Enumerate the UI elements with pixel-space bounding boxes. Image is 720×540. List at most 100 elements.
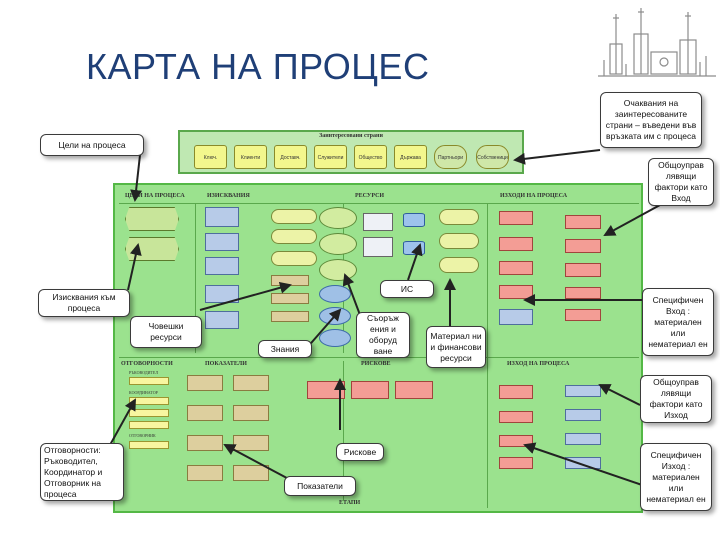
output-factor-box	[565, 287, 601, 299]
stakeholder-box: Служители	[314, 145, 347, 169]
knowledge-box	[271, 311, 309, 322]
callout-knowledge: Знания	[258, 340, 312, 358]
process-output-heading: ИЗХОД НА ПРОЦЕСА	[507, 361, 570, 367]
output-box	[499, 285, 533, 299]
callout-responsibilities: Отговорности: Ръководител, Координатор и…	[40, 443, 124, 501]
facility-ellipse	[319, 329, 351, 347]
callout-process-goals: Цели на процеса	[40, 134, 144, 156]
callout-specific-output: Специфичен Изход : материален или немате…	[640, 443, 712, 511]
output-box	[499, 237, 533, 251]
risk-box	[395, 381, 433, 399]
output-factor-box	[565, 263, 601, 277]
steps-heading: ЕТАПИ	[339, 500, 361, 506]
role-owner: ОТГОВОРНИК	[129, 433, 156, 438]
output-factor-box	[565, 215, 601, 229]
callout-material-financial: Материал ни и финансови ресурси	[426, 326, 486, 368]
risks-heading: РИСКОВЕ	[361, 361, 391, 367]
facility-ellipse	[319, 207, 357, 229]
callout-indicators: Показатели	[284, 476, 356, 496]
information-system-box	[363, 237, 393, 257]
role-box	[129, 421, 169, 429]
process-output-box	[499, 435, 533, 447]
role-box	[129, 441, 169, 449]
output-box	[499, 261, 533, 275]
callout-human-resources: Човешки ресурси	[130, 316, 202, 348]
material-resource-pill	[439, 233, 479, 249]
goal-box	[125, 207, 179, 231]
stakeholder-box: Общество	[354, 145, 387, 169]
section-divider	[487, 203, 488, 508]
process-output-factor-box	[565, 433, 601, 445]
indicator-box	[187, 435, 223, 451]
role-box	[129, 377, 169, 385]
human-resource-pill	[271, 251, 317, 266]
process-output-factor-box	[565, 457, 601, 469]
section-divider	[195, 203, 196, 353]
process-output-box	[499, 457, 533, 469]
goal-box	[125, 237, 179, 261]
callout-specific-input: Специфичен Вход : материален или нематер…	[642, 288, 714, 356]
facility-ellipse	[319, 233, 357, 255]
output-box	[499, 211, 533, 225]
callout-general-output-factors: Общоуправ лявящи фактори като Изход	[640, 375, 712, 423]
output-factor-box	[565, 239, 601, 253]
database-cylinder	[403, 213, 425, 227]
callout-process-requirements: Изисквания към процеса	[38, 289, 130, 317]
stakeholders-title: Заинтересовани страни	[319, 133, 383, 139]
requirement-box	[205, 257, 239, 275]
callout-general-input-factors: Общоуправ лявящи фактори като Вход	[648, 158, 714, 206]
indicators-heading: ПОКАЗАТЕЛИ	[205, 361, 247, 367]
stakeholder-box: Партньори	[434, 145, 467, 169]
section-divider	[343, 361, 344, 501]
knowledge-box	[271, 293, 309, 304]
role-box	[129, 397, 169, 405]
process-output-factor-box	[565, 385, 601, 397]
stakeholder-box: Ключ.	[194, 145, 227, 169]
requirements-heading: ИЗИСКВАНИЯ	[207, 193, 250, 199]
responsibilities-heading: ОТГОВОРНОСТИ	[121, 361, 173, 367]
page-title: КАРТА НА ПРОЦЕС	[86, 46, 430, 87]
requirement-box	[205, 207, 239, 227]
process-output-box	[499, 411, 533, 423]
callout-is: ИС	[380, 280, 434, 298]
process-output-factor-box	[565, 409, 601, 421]
knowledge-box	[271, 275, 309, 286]
indicator-box	[233, 465, 269, 481]
requirement-box	[205, 285, 239, 303]
goals-heading: ЦЕЛИ НА ПРОЦЕСА	[125, 193, 185, 199]
facility-ellipse	[319, 259, 357, 281]
material-resource-pill	[439, 257, 479, 273]
process-output-box	[499, 385, 533, 399]
human-resource-pill	[271, 229, 317, 244]
role-leader: РЪКОВОДИТЕЛ	[129, 370, 159, 375]
indicator-box	[187, 405, 223, 421]
callout-stakeholder-expectations: Очаквания на заинтересованите страни – в…	[600, 92, 702, 148]
database-cylinder	[403, 241, 425, 255]
stakeholder-box: Доставч.	[274, 145, 307, 169]
role-coordinator: КООРДИНАТОР	[129, 390, 158, 395]
output-box	[499, 309, 533, 325]
resources-heading: РЕСУРСИ	[355, 193, 385, 199]
material-resource-pill	[439, 209, 479, 225]
risk-box	[307, 381, 345, 399]
stakeholder-box: Собственици	[476, 145, 509, 169]
section-divider	[119, 203, 639, 204]
callout-facilities: Съоръж ения и оборуд ване	[356, 312, 410, 358]
stakeholder-box: Клиенти	[234, 145, 267, 169]
output-factor-box	[565, 309, 601, 321]
information-system-box	[363, 213, 393, 231]
role-box	[129, 409, 169, 417]
human-resource-pill	[271, 209, 317, 224]
facility-ellipse	[319, 307, 351, 325]
stakeholder-box: Държава	[394, 145, 427, 169]
indicator-box	[233, 405, 269, 421]
requirement-box	[205, 311, 239, 329]
indicator-box	[233, 435, 269, 451]
callout-risks: Рискове	[336, 443, 384, 461]
facility-ellipse	[319, 285, 351, 303]
indicator-box	[187, 375, 223, 391]
building-logo-icon	[598, 8, 716, 77]
indicator-box	[233, 375, 269, 391]
requirement-box	[205, 233, 239, 251]
stakeholders-bar: Заинтересовани страни Ключ. Клиенти Дост…	[178, 130, 524, 174]
